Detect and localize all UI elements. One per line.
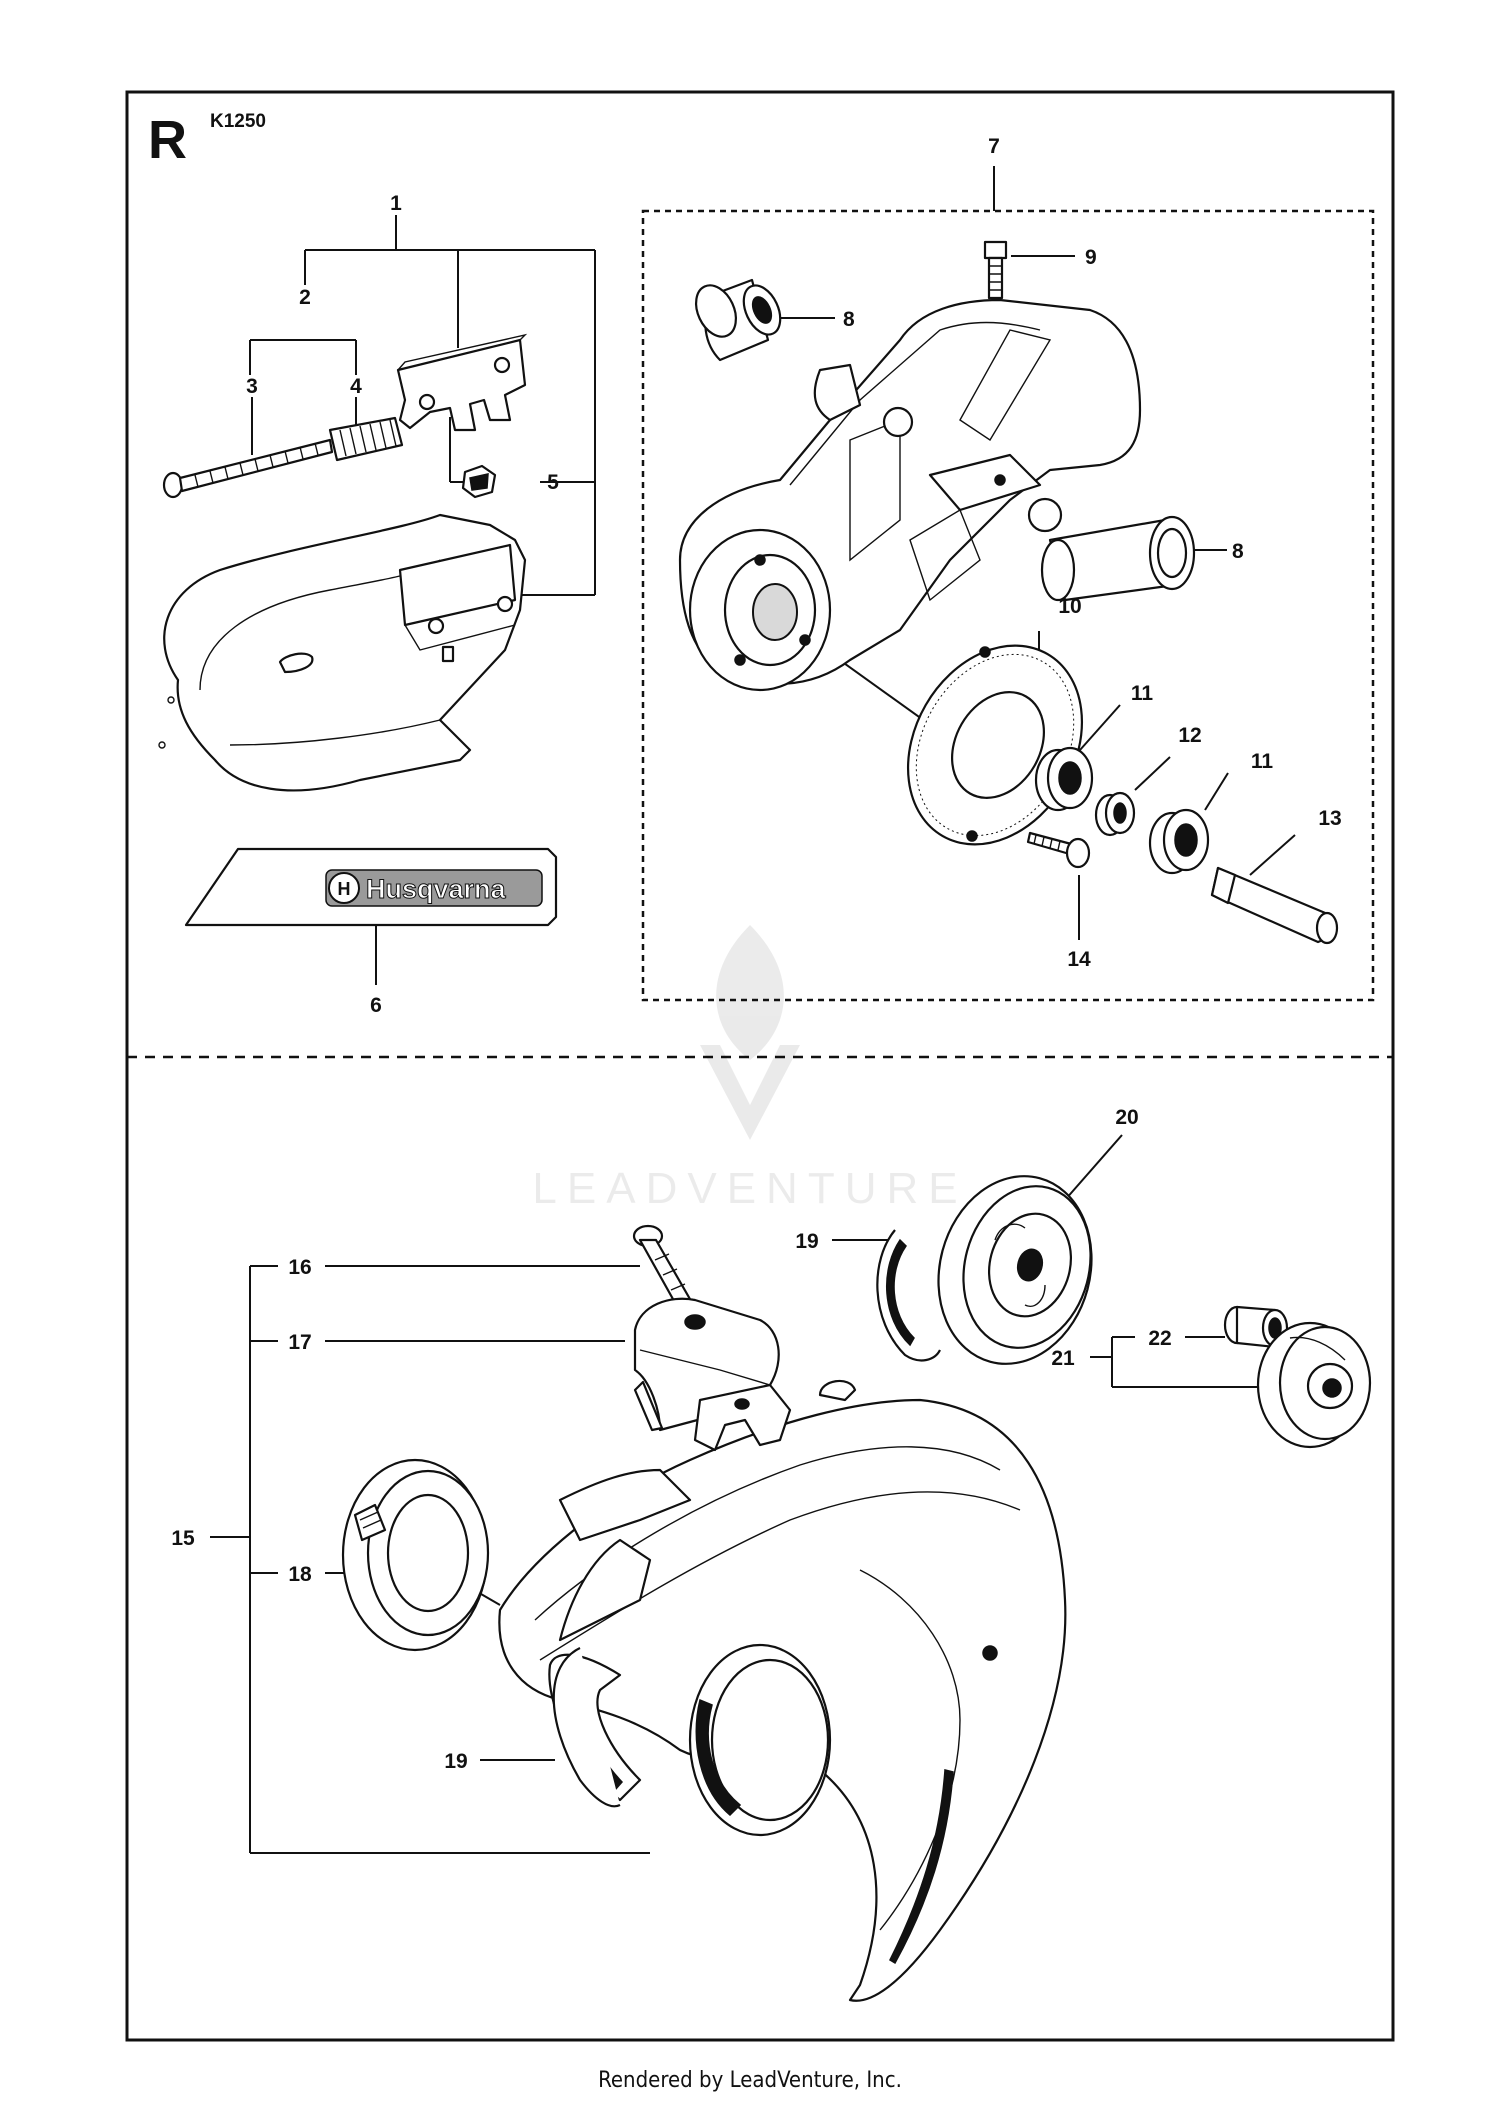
part-1-belt-guard-cover <box>158 513 527 792</box>
callout-17: 17 <box>288 1331 311 1354</box>
callout-19-top: 19 <box>795 1230 818 1253</box>
callout-11-right: 11 <box>1251 750 1274 773</box>
diagram-frame <box>125 90 1395 2042</box>
part-3-screw <box>162 438 334 499</box>
footer-credit: Rendered by LeadVenture, Inc. <box>598 2068 902 2093</box>
part-13-shaft <box>1210 866 1339 945</box>
callout-4: 4 <box>350 375 362 398</box>
part-8-sleeve-lower <box>1040 515 1196 602</box>
callout-10: 10 <box>1058 595 1081 618</box>
callout-3: 3 <box>246 375 258 398</box>
part-9-screw <box>983 240 1008 300</box>
callout-8-lower: 8 <box>1232 540 1244 563</box>
callout-21: 21 <box>1051 1347 1075 1370</box>
part-10-lock-washer <box>906 644 1084 846</box>
callout-13: 13 <box>1318 807 1341 830</box>
callout-15: 15 <box>171 1527 195 1550</box>
callout-12: 12 <box>1178 724 1201 747</box>
callout-8-upper: 8 <box>843 308 855 331</box>
callout-6: 6 <box>370 994 382 1017</box>
assembly-7-dashed-box <box>641 209 1375 1002</box>
callout-11-left: 11 <box>1131 682 1154 705</box>
leader-lines-1-5 <box>249 215 596 985</box>
callout-9: 9 <box>1085 246 1097 269</box>
part-20-pulley <box>937 1175 1093 1365</box>
part-6-husqvarna-decal: H Husqvarna <box>184 847 558 927</box>
callout-18: 18 <box>288 1563 312 1586</box>
part-7-cutting-arm <box>678 298 1142 692</box>
part-19-belt-top <box>876 1229 941 1362</box>
watermark-text: LEADVENTURE <box>532 1164 967 1213</box>
part-21-pulley-hub <box>1256 1321 1372 1449</box>
callout-22: 22 <box>1148 1327 1171 1350</box>
part-17-clamp <box>633 1297 780 1432</box>
callout-7: 7 <box>988 135 1000 158</box>
part-5-nut <box>461 464 497 499</box>
part-1-bracket-plate <box>396 333 528 432</box>
part-12-spacer <box>1094 791 1136 837</box>
callout-1: 1 <box>390 192 402 215</box>
part-8-sleeve-upper <box>694 278 782 362</box>
part-19-belt-bottom <box>552 1647 621 1808</box>
callout-20: 20 <box>1115 1106 1138 1129</box>
husqvarna-logo-h: H <box>338 879 351 899</box>
part-14-screw <box>1026 831 1091 869</box>
model-label: K1250 <box>210 111 266 132</box>
section-letter: R <box>148 110 187 170</box>
part-11-bearing-left <box>1034 746 1094 812</box>
callout-19-bottom: 19 <box>444 1750 467 1773</box>
watermark-flame-logo <box>700 925 800 1140</box>
husqvarna-logo-text: Husqvarna <box>366 874 507 904</box>
part-11-bearing-right <box>1148 808 1210 875</box>
callout-5: 5 <box>547 471 559 494</box>
part-18-ring <box>341 1458 490 1652</box>
callout-16: 16 <box>288 1256 311 1279</box>
callout-2: 2 <box>299 286 311 309</box>
part-4-spring <box>328 416 404 462</box>
callout-14: 14 <box>1067 948 1091 971</box>
